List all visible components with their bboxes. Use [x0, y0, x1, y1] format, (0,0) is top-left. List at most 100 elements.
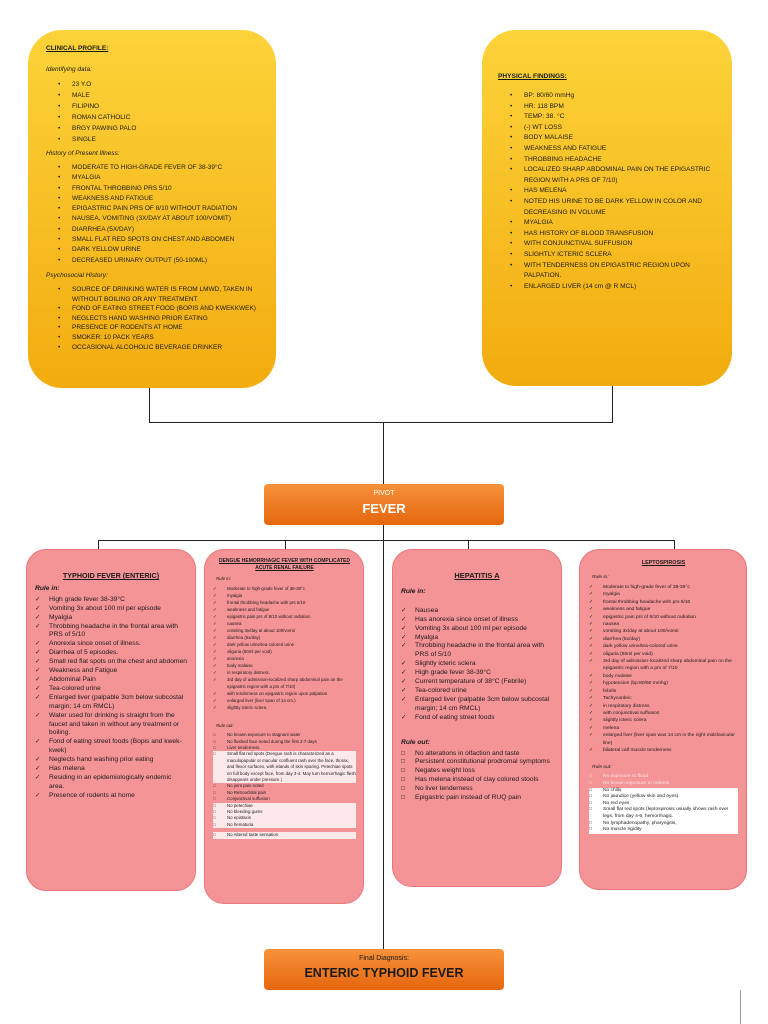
list-item: Throbbing headache in the frontal area w… [35, 623, 187, 641]
list-item: No liver tenderness [401, 785, 553, 794]
psychosocial-label: Psychosocial History: [46, 271, 108, 279]
list-item: 23 Y.O [46, 79, 262, 90]
list-item: TEMP: 38. °C [498, 112, 716, 123]
list-item: Throbbing headache in the frontal area w… [401, 642, 553, 660]
list-item: Persistent constitutional prodromal symp… [401, 758, 553, 767]
list-item: dark yellow urine/tea-colored urine [589, 643, 738, 651]
list-item: No red eyes [589, 800, 738, 808]
list-item: MODERATE TO HIGH-GRADE FEVER OF 38-39°C [46, 163, 262, 174]
list-item: Current temperature of 38°C (Febrile) [401, 678, 553, 687]
list-item: HAS HISTORY OF BLOOD TRANSFUSION [498, 229, 716, 240]
page-edge-mark [740, 990, 741, 1024]
list-item: ROMAN CATHOLIC [46, 112, 262, 123]
list-item: No jaundice (yellow skin and eyes) [589, 794, 738, 801]
list-item: OCCASIONAL ALCOHOLIC BEVERAGE DRINKER [46, 343, 262, 353]
list-item: DIARRHEA (5X/DAY) [46, 225, 262, 236]
list-item: Diarrhea of 5 episodes. [35, 649, 187, 658]
list-item: Tea-colored urine [35, 685, 187, 694]
list-item: Vomiting 3x about 100 ml per episode [35, 605, 187, 614]
list-item: PRESENCE OF RODENTS AT HOME [46, 323, 262, 333]
list-item: No joint pain noted [213, 783, 356, 790]
list-item: SLIGHTLY ICTERIC SCLERA [498, 250, 716, 261]
list-item: febrile [589, 688, 738, 696]
list-item: Has melena instead of clay colored stool… [401, 776, 553, 785]
hepatitis-rule-out-label: Rule out: [401, 738, 430, 746]
list-item: No bleeding gums [213, 809, 356, 816]
dengue-rule-out-list: No known exposure to stagnant water No f… [213, 732, 356, 839]
connector-typhoid [98, 540, 99, 550]
list-item: NAUSEA, VOMITING (3X/DAY AT ABOUT 100/VO… [46, 214, 262, 225]
list-item: BP: 80/60 mmHg [498, 91, 716, 102]
list-item: EPIGASTRIC PAIN PRS OF 8/10 WITHOUT RADI… [46, 204, 262, 215]
list-item: (-) WT LOSS [498, 123, 716, 134]
list-item: WEAKNESS AND FATIGUE [46, 194, 262, 205]
connector-lepto [674, 540, 675, 550]
list-item: HR: 118 BPM [498, 102, 716, 113]
hpi-label: History of Present Illness: [46, 150, 120, 157]
leptospirosis-box: LEPTOSPIROSIS Rule in: Moderate to high-… [579, 549, 747, 890]
final-diagnosis-title: ENTERIC TYPHOID FEVER [304, 966, 464, 980]
leptospirosis-title: LEPTOSPIROSIS [641, 560, 686, 566]
list-item: No Retroorbital pain [213, 790, 356, 797]
list-item: No Altered taste sensation [213, 832, 356, 839]
list-item: hypotension (bp:80/60 mmhg) [589, 680, 738, 688]
typhoid-box: TYPHOID FEVER (ENTERIC) Rule in: High gr… [26, 549, 196, 891]
list-item: bilateral calf muscle tenderness [589, 747, 738, 755]
list-item: with tenderness on epigastric region upo… [213, 690, 356, 697]
list-item: vomiting 3x/day at about 100/vomit [589, 628, 738, 636]
dengue-rule-in-list: Moderate to high-grade fever of 38-39°c … [213, 585, 356, 711]
list-item: vomiting 3x/day at about 100/vomit [213, 627, 356, 634]
list-item: Moderate to high-grade fever of 38-39°c [213, 585, 356, 592]
list-item: HAS MELENA [498, 186, 716, 197]
dengue-title: DENGUE HEMORRHAGIC FEVER WITH COMPLICATE… [218, 558, 351, 571]
list-item: Myalgia [401, 634, 553, 643]
list-item: Enlarged liver (palpable 3cm below subco… [401, 696, 553, 714]
list-item: NEGLECTS HAND WASHING PRIOR EATING [46, 314, 262, 324]
connector-pivot-down [383, 525, 384, 949]
list-item: with conjunctival suffusion [589, 710, 738, 718]
list-item: DARK YELLOW URINE [46, 245, 262, 256]
identifying-data-list: 23 Y.O MALE FILIPINO ROMAN CATHOLIC BRGY… [46, 79, 262, 145]
list-item: slightly icteric sclera [589, 717, 738, 725]
clinical-profile-title: CLINICAL PROFILE: [46, 45, 109, 52]
list-item: enlarged liver (liver span was 14 cm in … [589, 732, 738, 747]
hepatitis-rule-in-label: Rule in: [401, 587, 426, 595]
list-item: Myalgia [35, 614, 187, 623]
list-item: Has melena [35, 765, 187, 774]
connector-hepatitis [468, 540, 469, 550]
list-item: No known exposure to rodents [589, 781, 738, 788]
list-item: Anorexia since onset of illness. [35, 640, 187, 649]
list-item: Water used for drinking is straight from… [35, 712, 187, 739]
list-item: Negates weight loss [401, 767, 553, 776]
list-item: MYALGIA [46, 173, 262, 184]
list-item: 3rd day of admission-localized sharp abd… [589, 658, 738, 673]
list-item: slightly icteric sclera. [213, 704, 356, 711]
list-item: Epigastric pain instead of RUQ pain [401, 794, 553, 803]
physical-findings-title: PHYSICAL FINDINGS: [498, 73, 567, 80]
typhoid-title: TYPHOID FEVER (ENTERIC) [62, 571, 160, 580]
list-item: Small flat red spots (leptospirosis usua… [589, 807, 738, 821]
list-item: myalgia [589, 591, 738, 599]
list-item: in respiratory distress. [213, 669, 356, 676]
list-item: body malaise [589, 673, 738, 681]
list-item: No hematuria [213, 821, 356, 829]
list-item: MALE [46, 90, 262, 101]
list-item: Abdominal Pain [35, 676, 187, 685]
connector-to-pivot [383, 422, 384, 484]
connector-physical-down [612, 383, 613, 423]
list-item: melena [589, 725, 738, 733]
list-item: Moderate to high-grade fever of 38-39°c [589, 584, 738, 592]
list-item: Neglects hand washing prior eating [35, 756, 187, 765]
list-item: DECREASED URINARY OUTPUT (50-100ML) [46, 256, 262, 267]
list-item: Small red flat spots on the chest and ab… [35, 658, 187, 667]
list-item: ENLARGED LIVER (14 cm @ R MCL) [498, 282, 716, 293]
list-item: epigastric pain prs of 8/10 without radi… [213, 613, 356, 620]
lepto-rule-in-list: Moderate to high-grade fever of 38-39°c … [589, 584, 738, 755]
hepatitis-rule-out-list: No alterations in olfaction and taste Pe… [401, 750, 553, 803]
dengue-rule-in-label: Rule in: [216, 576, 231, 581]
hepatitis-box: HEPATITIS A Rule in: Nausea Has anorexia… [392, 549, 562, 887]
list-item: nausea [213, 620, 356, 627]
connector-clinical-down [149, 383, 150, 423]
dengue-box: DENGUE HEMORRHAGIC FEVER WITH COMPLICATE… [204, 549, 364, 904]
pivot-title: FEVER [362, 501, 406, 516]
